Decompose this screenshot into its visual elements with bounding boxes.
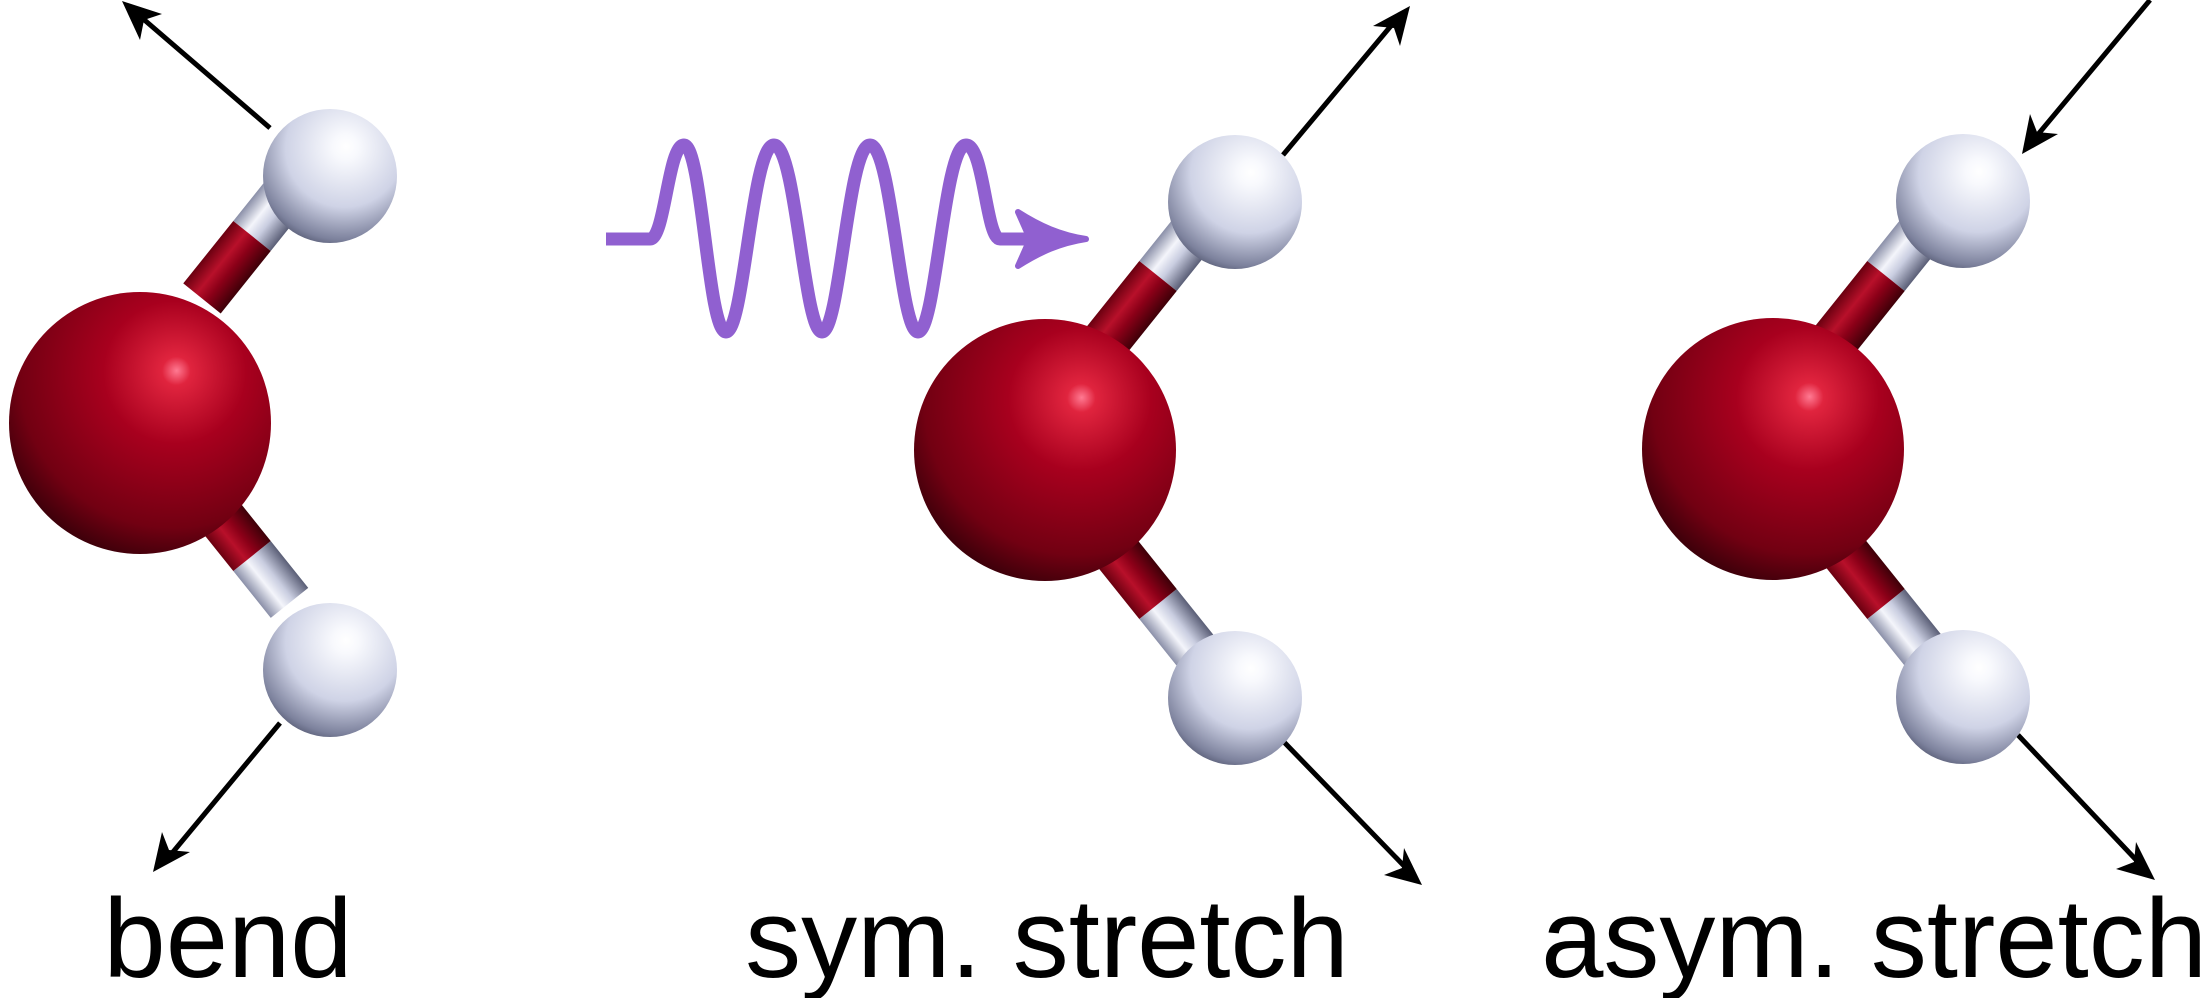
- molecule-bend: [9, 1, 397, 872]
- arrowhead-icon: [2022, 114, 2058, 154]
- mode-label-bend: bend: [103, 876, 352, 998]
- displacement-arrow-icon: [166, 721, 282, 860]
- displacement-arrow-icon: [1281, 739, 1410, 872]
- arrowhead-icon: [153, 832, 190, 872]
- arrowhead-icon: [1373, 6, 1410, 46]
- arrowhead-icon: [2116, 842, 2155, 880]
- displacement-arrow-icon: [2016, 733, 2142, 866]
- oxygen-atom: [1642, 318, 1904, 580]
- photon-wave-icon: [606, 138, 1089, 339]
- displacement-arrow-icon: [1281, 19, 1397, 157]
- hydrogen-atom-lower: [1896, 630, 2030, 764]
- oxygen-atom: [914, 319, 1176, 581]
- molecule-sym-stretch: [914, 6, 1422, 885]
- molecule-asym-stretch: [1642, 0, 2155, 880]
- oxygen-atom: [9, 292, 271, 554]
- hydrogen-atom-lower: [1168, 631, 1302, 765]
- mode-label-asym-stretch: asym. stretch: [1541, 876, 2207, 998]
- displacement-arrow-icon: [132, 9, 272, 130]
- hydrogen-atom-upper: [263, 109, 397, 243]
- hydrogen-atom-upper: [1168, 135, 1302, 269]
- photon-arrowhead-icon: [1015, 209, 1089, 269]
- mode-label-sym-stretch: sym. stretch: [745, 876, 1349, 998]
- hydrogen-atom-upper: [1896, 134, 2030, 268]
- hydrogen-atom-lower: [263, 603, 397, 737]
- arrowhead-icon: [122, 1, 162, 40]
- arrowhead-icon: [1384, 848, 1422, 885]
- displacement-arrow-icon: [2033, 0, 2152, 140]
